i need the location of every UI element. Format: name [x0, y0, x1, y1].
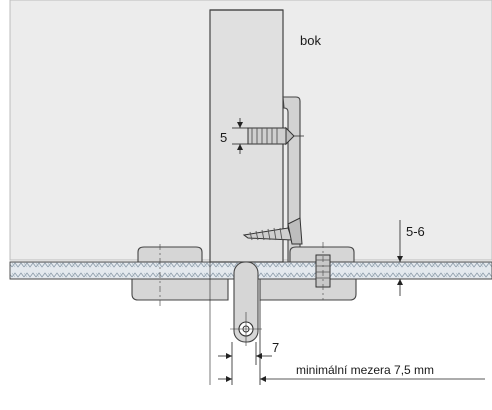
gap-dimensions [209, 262, 485, 385]
gap-height-label: 5-6 [406, 224, 425, 239]
offset-label: 7 [272, 340, 279, 355]
upper-screw [247, 126, 304, 146]
gap-height-dimension [397, 220, 403, 296]
left-hinge-plate [131, 244, 229, 306]
side-label: bok [300, 33, 321, 48]
min-gap-label: minimální mezera 7,5 mm [296, 363, 434, 377]
right-hinge-plate [259, 242, 357, 301]
hinge-knuckle [230, 261, 262, 346]
lower-screw [242, 217, 303, 245]
screw-height-label: 5 [220, 130, 227, 145]
screw-dimension [232, 118, 248, 154]
